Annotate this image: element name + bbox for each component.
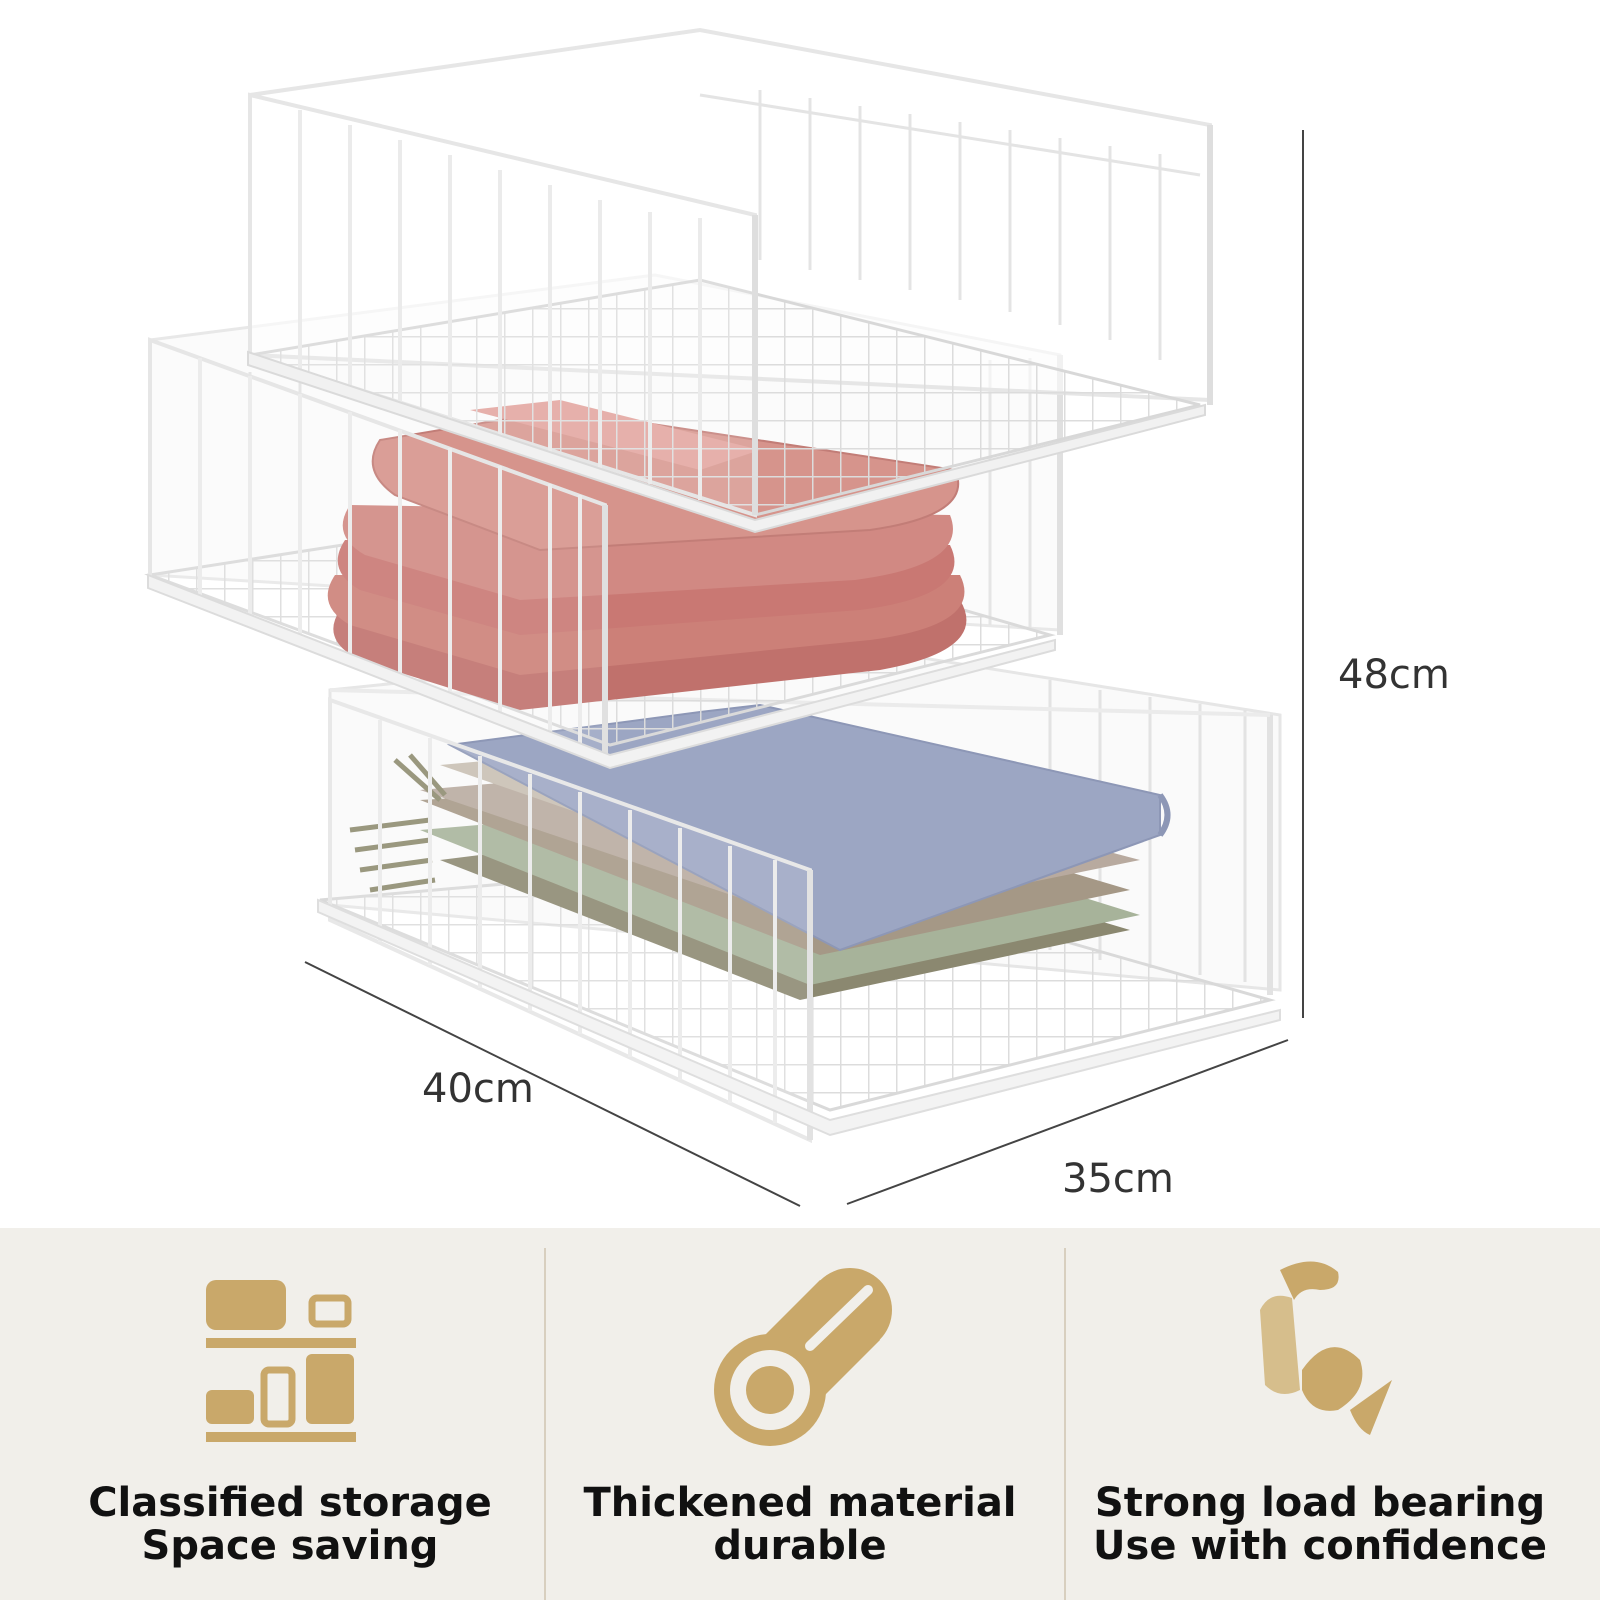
product-illustration-area: 48cm 40cm 35cm [144,27,1450,1207]
feature-title: Thickened material [583,1480,1017,1526]
width-label: 35cm [1062,1156,1174,1202]
feature-subtitle: Space saving [141,1523,439,1569]
feature-thickened-material: Thickened material durable [540,1228,1060,1600]
features-panel: Classified storage Space saving Thickene… [0,1228,1600,1600]
feature-title: Strong load bearing [1094,1480,1546,1526]
strong-arm-icon [1260,1261,1392,1435]
feature-divider [1064,1248,1066,1600]
bottom-basket [317,638,1282,1144]
feature-strong-load-bearing: Strong load bearing Use with confidence [1060,1228,1580,1600]
depth-label: 40cm [422,1066,534,1112]
storage-shelves-icon [206,1280,356,1442]
feature-classified-storage: Classified storage Space saving [30,1228,550,1600]
width-dimension-line [846,1039,1289,1205]
depth-dimension-line [304,961,801,1207]
feature-title: Classified storage [88,1480,492,1526]
rolled-material-icon [714,1268,892,1446]
feature-subtitle: durable [713,1523,887,1569]
top-basket [247,27,1213,534]
feature-divider [544,1248,546,1600]
wire-drawer-baskets-illustration [144,27,1304,1207]
feature-subtitle: Use with confidence [1093,1523,1547,1569]
height-label: 48cm [1338,652,1450,698]
